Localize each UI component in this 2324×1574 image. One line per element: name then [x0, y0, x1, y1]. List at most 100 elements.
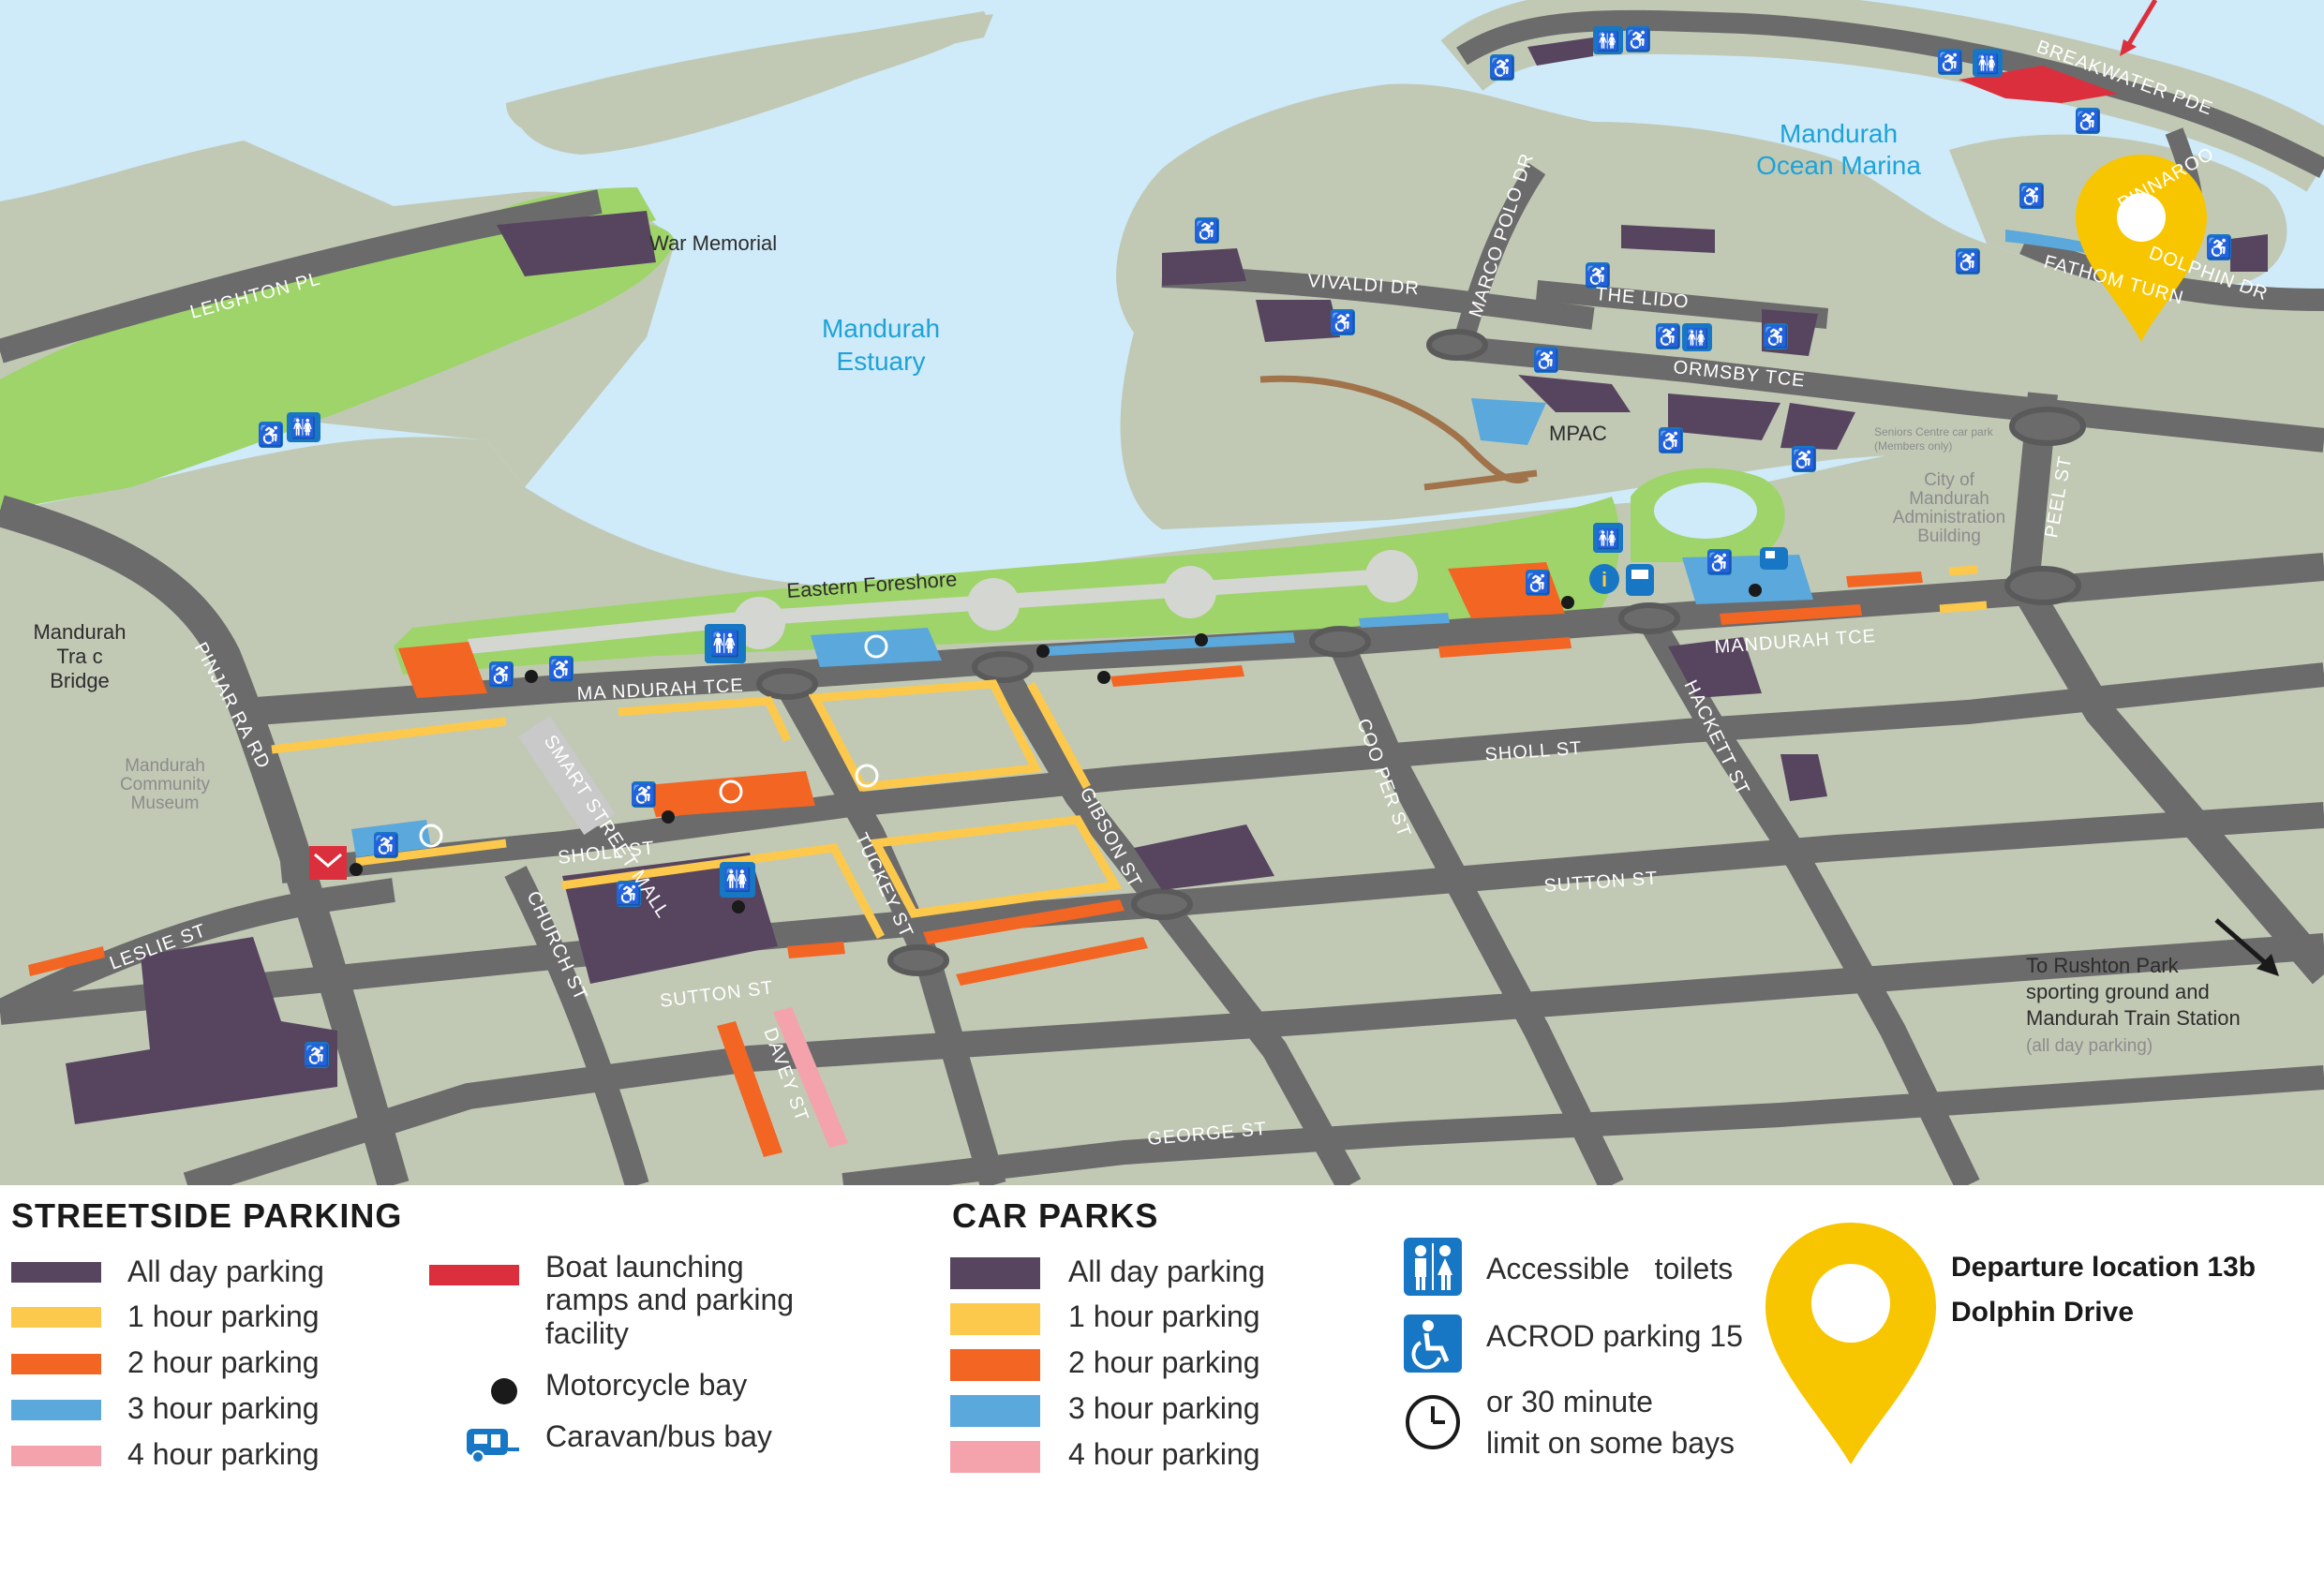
legend-carpark-three-hour: 3 hour parking: [1068, 1391, 1260, 1425]
roundabout: [1309, 626, 1371, 658]
legend-motorcycle: Motorcycle bay: [545, 1368, 748, 1402]
legend-carpark-one-hour: 1 hour parking: [1068, 1299, 1260, 1333]
legend-boat-l1: Boat launching: [545, 1250, 744, 1284]
acrod-icons: ♿ ♿ ♿ ♿ ♿ ♿ ♿ ♿ ♿ ♿ ♿ ♿ ♿ ♿ ♿ ♿ ♿ ♿ ♿ ♿ …: [258, 26, 2232, 1068]
label-admin: Mandurah: [1909, 489, 1989, 509]
label-admin: City of: [1924, 470, 1975, 490]
parking-two-hour: [28, 562, 1923, 1157]
wheelchair-icon: ♿: [1585, 262, 1611, 289]
lake: [1654, 483, 1757, 539]
legend-caravan: Caravan/bus bay: [545, 1419, 772, 1453]
roundabout: [1426, 329, 1488, 361]
legend-boat-l2: ramps and parking: [545, 1283, 795, 1316]
legend-street-one-hour: 1 hour parking: [127, 1299, 320, 1333]
black-arrow-icon: [2214, 918, 2270, 967]
legend-boat-l3: facility: [545, 1316, 629, 1350]
road-hackett-st: [1637, 611, 1980, 1185]
legend-street-three-hour: 3 hour parking: [127, 1391, 320, 1425]
foreshore-plaza: [1164, 566, 1216, 618]
departure-pin-icon: [2076, 155, 2207, 342]
label-estuary: Estuary: [837, 347, 926, 376]
streetside-two-hour: [1720, 604, 1862, 625]
carpark-all-day: [1527, 37, 1593, 66]
road-sholl-st: [279, 662, 2324, 884]
svg-text:♿: ♿: [548, 658, 574, 681]
label-seniors: Seniors Centre car park: [1874, 425, 1994, 438]
mpac-building: [1471, 398, 1546, 445]
swatch-carpark-one-hour: [950, 1303, 1040, 1335]
label-museum: Museum: [131, 794, 200, 813]
svg-text:i: i: [1601, 568, 1607, 591]
wheelchair-icon: ♿: [1489, 54, 1515, 81]
streetside-one-hour: [271, 717, 507, 754]
motorcycle-dot: [662, 810, 675, 824]
park-west: [0, 221, 675, 511]
legend-departure-l2: Dolphin Drive: [1951, 1297, 2135, 1328]
swatch-carpark-all-day: [950, 1257, 1040, 1289]
carpark-all-day: [1621, 225, 1715, 253]
wheelchair-icon: ♿: [2019, 183, 2045, 209]
svg-text:♿: ♿: [1625, 28, 1650, 52]
streetside-three-hour: [1045, 632, 1295, 656]
wheelchair-icon: ♿: [1533, 347, 1559, 373]
wheelchair-icon: ♿: [2206, 234, 2232, 260]
streetside-two-hour: [1110, 665, 1244, 687]
mail-icon: [309, 846, 347, 880]
svg-text:♿: ♿: [2206, 236, 2231, 260]
swatch-three-hour: [11, 1400, 101, 1420]
carpark-all-day: [2230, 234, 2268, 272]
roundabout: [2009, 407, 2086, 446]
info-icon: i: [1589, 564, 1619, 594]
wheelchair-icon: ♿: [1791, 446, 1817, 472]
svg-text:🚻: 🚻: [723, 867, 752, 893]
label-mpac: MPAC: [1549, 422, 1607, 445]
svg-text:♿: ♿: [2019, 185, 2044, 208]
roundabout: [1131, 888, 1193, 920]
wheelchair-icon: ♿: [1655, 323, 1681, 349]
motorcycle-dot: [1195, 633, 1208, 646]
legend-accessible-toilets: Accessible toilets: [1486, 1252, 1734, 1285]
svg-text:♿: ♿: [1533, 349, 1558, 372]
clock-icons: [419, 634, 888, 848]
swatch-one-hour: [11, 1307, 101, 1328]
wheelchair-icon: [1404, 1314, 1462, 1373]
caravan-icon: [467, 1429, 519, 1463]
carpark-all-day: [1256, 300, 1340, 342]
wheelchair-icon: ♿: [1658, 427, 1684, 453]
road-peel-st: [2008, 392, 2324, 985]
streetside-two-hour: [1438, 637, 1572, 658]
wheelchair-icon: ♿: [616, 881, 642, 907]
wheelchair-icon: ♿: [1763, 323, 1789, 349]
road-smart-street-mall: [518, 715, 616, 836]
carpark-all-day: [1780, 403, 1855, 450]
label-museum: Mandurah: [125, 756, 205, 776]
legend-limit-l2: limit on some bays: [1486, 1426, 1735, 1460]
roundabout: [2004, 566, 2081, 605]
carpark-three-hour: [1682, 555, 1813, 604]
foreshore-plaza: [1365, 550, 1418, 602]
foreshore-plaza: [967, 578, 1020, 631]
toilet-icon: 🚻: [1593, 26, 1623, 54]
toilet-icon: 🚻: [1593, 523, 1623, 553]
streetside-four-hour: [773, 1007, 848, 1148]
label-marina: Ocean Marina: [1756, 151, 1921, 180]
road-lower: [183, 933, 2324, 1185]
caravan-icon: [1760, 547, 1788, 570]
toilet-icon: 🚻: [1682, 323, 1712, 351]
wheelchair-icon: ♿: [1625, 26, 1651, 52]
clock-icon: [864, 634, 888, 659]
legend-departure-l1: Departure location 13b: [1951, 1252, 2257, 1283]
parking-map: ♿ ♿ ♿ ♿ ♿ ♿ ♿ ♿ ♿ ♿ ♿ ♿ ♿ ♿ ♿ ♿ ♿ ♿ ♿ ♿ …: [0, 0, 2324, 1185]
streetside-one-hour: [618, 696, 792, 742]
motorcycle-dot: [525, 670, 538, 683]
motorcycle-dot-icon: [491, 1378, 517, 1404]
swatch-all-day: [11, 1262, 101, 1283]
road-mandurah-tce: [242, 553, 2324, 726]
accessible-toilets-icon: [1404, 1238, 1462, 1296]
legend-streetside-title: STREETSIDE PARKING: [11, 1196, 403, 1235]
legend-carpark-all-day: All day parking: [1068, 1255, 1265, 1288]
wheelchair-icon: ♿: [488, 661, 514, 688]
legend-street-four-hour: 4 hour parking: [127, 1437, 320, 1471]
streetside-two-hour: [956, 937, 1148, 986]
toilet-icon: 🚻: [287, 412, 320, 442]
